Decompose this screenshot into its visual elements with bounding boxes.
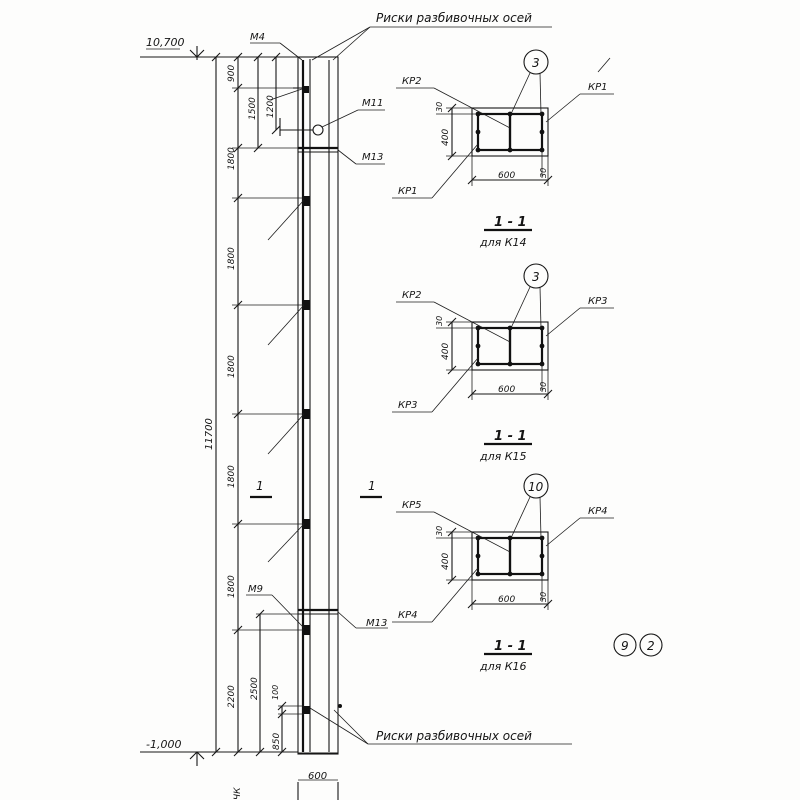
section-height: 400 — [441, 343, 451, 360]
dim-1800-3: 1800 — [227, 355, 237, 378]
section-label-right-top: КР4 — [588, 506, 608, 517]
section-width: 600 — [498, 171, 515, 181]
svg-text:М13: М13 — [362, 152, 383, 163]
stray-mark — [597, 57, 611, 73]
label-m13-bottom: М13 — [337, 611, 388, 629]
label-m11: М11 — [321, 98, 385, 128]
section-label-left-top: КР2 — [402, 76, 422, 87]
section-cut-right-label: 1 — [368, 479, 376, 493]
section-title: 1 - 1 — [494, 639, 527, 654]
dim-1200: 1200 — [266, 95, 276, 118]
dim-900: 900 — [227, 65, 237, 82]
section-label-right-top: КР3 — [588, 296, 608, 307]
section-cover-top: 30 — [435, 526, 444, 536]
dimension-2500-850: 2500 100 850 — [250, 609, 304, 757]
axis-risks-top-label: Риски разбивочных осей — [376, 11, 532, 25]
section-width: 600 — [498, 385, 515, 395]
section-cover-top: 30 — [435, 316, 444, 326]
svg-text:М9: М9 — [248, 584, 263, 595]
axis-risks-bottom-callout: Риски разбивочных осей — [309, 704, 572, 745]
embedded-m13-top — [298, 146, 338, 153]
section-height: 400 — [441, 553, 451, 570]
dim-850: 850 — [272, 733, 282, 750]
section-subtitle: для К15 — [479, 450, 527, 463]
svg-text:М13: М13 — [366, 618, 387, 629]
elevation-top-marker: 10,700 — [140, 36, 298, 60]
dimension-chain-outer: 11700 — [204, 52, 298, 757]
section-label-left-bottom: КР1 — [398, 186, 418, 197]
section-title: 1 - 1 — [494, 429, 527, 444]
dim-1800-1: 1800 — [227, 147, 237, 170]
axis-risks-bottom-label: Риски разбивочных осей — [376, 729, 532, 743]
column-body — [297, 56, 339, 800]
section-cover-bottom: 30 — [539, 382, 548, 392]
label-m4: М4 — [250, 32, 303, 61]
section-label-right-top: КР1 — [588, 82, 608, 93]
elevation-bottom-label: -1,000 — [146, 738, 181, 751]
section-cover-top: 30 — [435, 102, 444, 112]
section-width: 600 — [498, 595, 515, 605]
dim-1800-2: 1800 — [227, 247, 237, 270]
section-height: 400 — [441, 129, 451, 146]
section-bubble-number: 3 — [532, 56, 540, 70]
section-cut-left: 1 — [250, 479, 272, 499]
embedded-m11-ring — [279, 118, 324, 136]
dimension-1500-1200: 1500 1200 — [248, 52, 281, 153]
section-title: 1 - 1 — [494, 215, 527, 230]
label-m13-top: М13 — [337, 149, 385, 165]
section-subtitle: для К16 — [479, 660, 527, 673]
section-label-left-bottom: КР4 — [398, 610, 418, 621]
dim-100: 100 — [271, 685, 280, 700]
section-label-left-top: КР2 — [402, 290, 422, 301]
section-bubble-number: 3 — [532, 270, 540, 284]
embedded-m13-bottom — [298, 608, 338, 615]
plate-leaders — [267, 88, 305, 563]
sheet-ref-right: 2 — [647, 639, 655, 653]
dim-1800-5: 1800 — [227, 575, 237, 598]
section-bubble-number: 10 — [528, 480, 544, 494]
dim-1500: 1500 — [248, 97, 258, 120]
sheet-reference: 9 2 — [613, 633, 663, 657]
dim-11700: 11700 — [204, 418, 215, 450]
section-label-left-top: КР5 — [402, 500, 422, 511]
dim-2500: 2500 — [250, 677, 260, 700]
dimension-chain-inner: 900 1800 1800 1800 1800 1800 2200 — [227, 52, 304, 757]
section-cut-right: 1 — [360, 479, 382, 499]
embedded-plates-mid — [304, 196, 310, 714]
section-subtitle: для К14 — [479, 236, 527, 249]
section-label-left-bottom: КР3 — [398, 400, 418, 411]
section-cover-bottom: 30 — [539, 168, 548, 178]
elevation-top-label: 10,700 — [146, 36, 185, 49]
svg-text:М4: М4 — [250, 32, 265, 43]
bottom-stub-label: ЧК — [233, 787, 243, 800]
sheet-ref-left: 9 — [621, 639, 629, 653]
svg-text:М11: М11 — [362, 98, 383, 109]
section-cut-left-label: 1 — [256, 479, 264, 493]
dim-1800-4: 1800 — [227, 465, 237, 488]
axis-risks-top-callout: Риски разбивочных осей — [311, 11, 552, 61]
section-cover-bottom: 30 — [539, 592, 548, 602]
dim-2200: 2200 — [227, 685, 237, 708]
column-width-label: 600 — [308, 771, 327, 782]
label-m9: М9 — [246, 584, 305, 629]
